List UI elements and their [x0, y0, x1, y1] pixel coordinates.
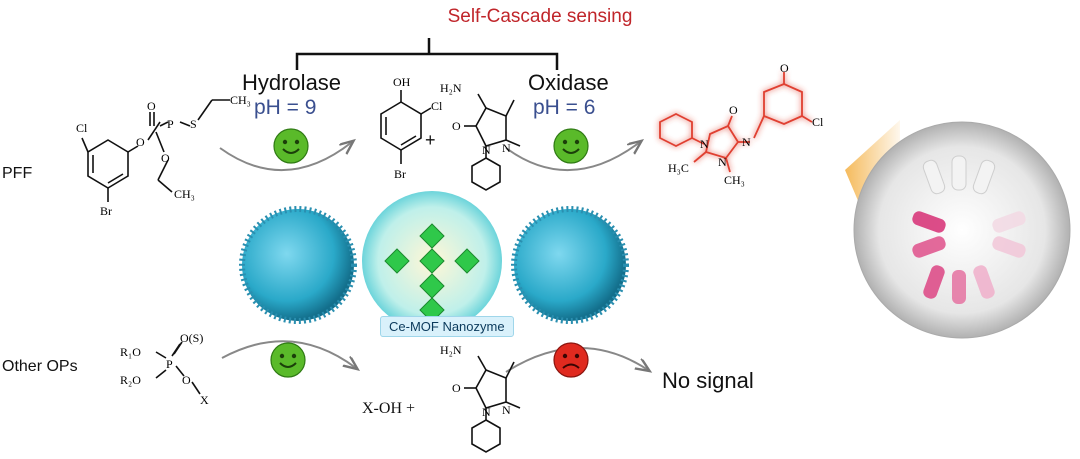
- sad-face-icon: [553, 342, 589, 378]
- oxidase-label: Oxidase: [528, 70, 609, 95]
- ami2-o: O: [452, 381, 461, 395]
- happy-face-icon: [270, 342, 306, 378]
- ami-o: O: [452, 119, 461, 133]
- ami-n2: N: [482, 143, 491, 157]
- happy-face-icon: [273, 128, 309, 164]
- nanoparticle-right: [511, 206, 629, 324]
- ami2-n1: N: [502, 403, 511, 417]
- ami-n1: N: [502, 141, 511, 155]
- vial-photo: [853, 121, 1071, 339]
- pff-o3: O: [161, 151, 170, 165]
- op-p: P: [166, 357, 173, 371]
- no-signal-label: No signal: [662, 368, 754, 393]
- prod-o2: O: [780, 61, 789, 75]
- red-product-structure: O O Cl N N N H₃C CH₃: [659, 61, 824, 187]
- prod-n3: N: [718, 155, 727, 169]
- pff-label: PFF: [2, 165, 33, 182]
- nanoparticle-left: [239, 206, 357, 324]
- prod-cl: Cl: [812, 115, 824, 129]
- pff-ch3a: CH₃: [230, 93, 251, 107]
- pff-s: S: [190, 117, 197, 131]
- aminoantipyrine-bottom: H₂N O N N: [440, 343, 521, 453]
- x-oh-label: X-OH +: [362, 400, 416, 417]
- ami2-h2n: H₂N: [440, 343, 462, 357]
- plus-sign: +: [425, 130, 436, 150]
- ami2-n2: N: [482, 405, 491, 419]
- ce-mof-badge: Ce-MOF Nanozyme: [380, 316, 514, 337]
- op-os: O(S): [180, 331, 203, 345]
- pff-p: P: [167, 117, 174, 131]
- pff-ch3b: CH₃: [174, 187, 195, 201]
- pff-cl: Cl: [76, 121, 88, 135]
- prod-ch3: CH₃: [724, 173, 745, 187]
- prod-o1: O: [729, 103, 738, 117]
- pff-br: Br: [100, 204, 112, 218]
- op-x: X: [200, 393, 209, 407]
- op-r1o: R₁O: [120, 345, 141, 359]
- bracket: [295, 38, 559, 70]
- oxidase-ph: pH = 6: [533, 96, 596, 119]
- op-o: O: [182, 373, 191, 387]
- hydrolase-ph: pH = 9: [254, 96, 317, 119]
- pff-structure: Cl Br O O P S O CH₃ CH₃: [76, 93, 251, 218]
- other-op-structure: R₁O R₂O O(S) P O X: [120, 331, 209, 407]
- diagram-title: Self-Cascade sensing: [447, 6, 633, 27]
- hydrolase-label: Hydrolase: [242, 70, 342, 95]
- pff-o1: O: [136, 135, 145, 149]
- prod-n2: N: [742, 135, 751, 149]
- prod-n1: N: [700, 137, 709, 151]
- happy-face-icon: [553, 128, 589, 164]
- op-r2o: R₂O: [120, 373, 141, 387]
- phenol-structure: OH Cl Br: [380, 75, 443, 181]
- ami-h2n: H₂N: [440, 81, 462, 95]
- phenol-cl: Cl: [431, 99, 443, 113]
- prod-h3c: H₃C: [668, 161, 689, 175]
- aminoantipyrine-structure: H₂N O N N: [440, 81, 521, 191]
- pff-o2: O: [147, 99, 156, 113]
- ce-mof-structure: [362, 191, 502, 331]
- phenol-oh: OH: [393, 75, 411, 89]
- phenol-br: Br: [394, 167, 406, 181]
- other-ops-label: Other OPs: [2, 358, 78, 375]
